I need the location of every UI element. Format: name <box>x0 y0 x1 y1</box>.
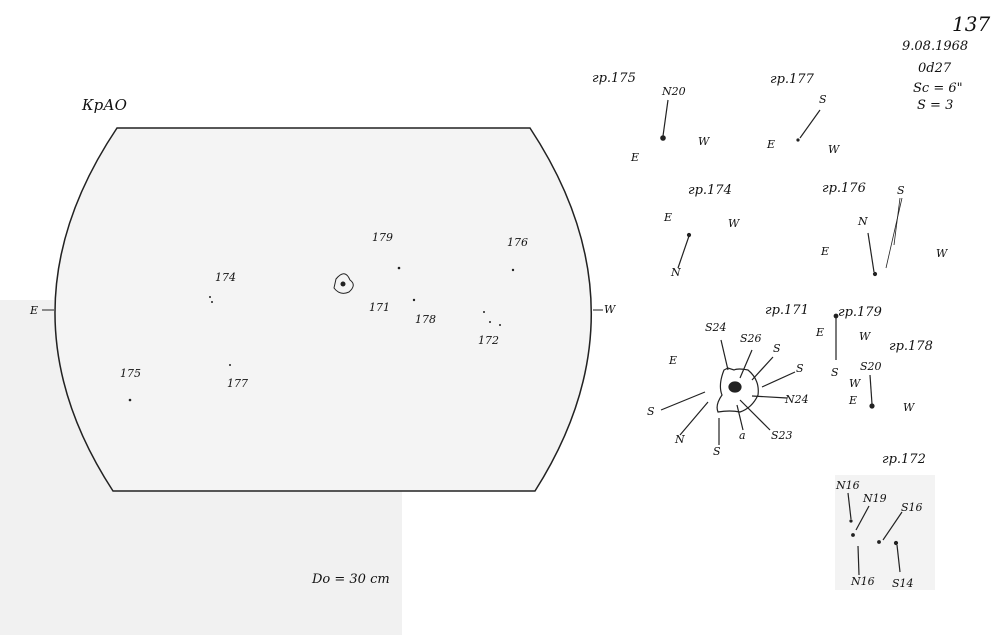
group-label: N <box>671 266 681 279</box>
disk-group-label: 174 <box>215 271 236 284</box>
group-title: гр.174 <box>688 183 732 198</box>
seeing-sc: Sc = 6" <box>913 81 963 96</box>
group-label: E <box>669 354 678 367</box>
solar-disk <box>54 127 592 492</box>
group-label: E <box>664 211 673 224</box>
disk-group-label: 179 <box>372 231 393 244</box>
disk-group-label: 171 <box>369 301 390 314</box>
disk-group-label: 172 <box>478 334 499 347</box>
seeing-s: S = 3 <box>917 98 954 113</box>
aperture-label: Do = 30 cm <box>312 572 390 587</box>
group-label: N <box>675 433 685 446</box>
group-title: гр.172 <box>882 452 926 467</box>
group-label: S <box>713 445 721 458</box>
group-label: E <box>816 326 825 339</box>
disk-spots <box>128 266 515 402</box>
group-label: S <box>819 93 827 106</box>
group-label: N20 <box>662 85 686 98</box>
group-label: S <box>897 184 905 197</box>
group-label: a <box>739 429 746 442</box>
group-label: N19 <box>863 492 887 505</box>
group-label: S16 <box>901 501 923 514</box>
group-label: S <box>796 362 804 375</box>
spot-group-171 <box>333 273 354 294</box>
group-label: S26 <box>740 332 762 345</box>
group-label: W <box>698 135 710 148</box>
group-label: W <box>903 401 915 414</box>
group-label: E <box>767 138 776 151</box>
group-title: гр.176 <box>822 181 866 196</box>
group-title: гр.175 <box>592 71 636 86</box>
disk-group-label: 176 <box>507 236 528 249</box>
disk-west-label: W <box>604 303 616 316</box>
group-label: E <box>821 245 830 258</box>
group-label: W <box>828 143 840 156</box>
group-label: N <box>858 215 868 228</box>
group-diagrams <box>660 99 903 576</box>
group-label: W <box>728 217 740 230</box>
disk-group-label: 175 <box>120 367 141 380</box>
group-title: гр.171 <box>765 303 809 318</box>
group-label: S20 <box>860 360 882 373</box>
scan-paper-group172 <box>835 475 935 590</box>
sheet-number: 137 <box>952 12 991 36</box>
group-label: S14 <box>892 577 914 590</box>
group-label: W <box>936 247 948 260</box>
group-label: S <box>773 342 781 355</box>
group-label: S <box>647 405 655 418</box>
group-label: E <box>849 394 858 407</box>
disk-east-label: E <box>30 304 39 317</box>
disk-group-label: 177 <box>227 377 248 390</box>
observation-date: 9.08.1968 <box>902 39 969 54</box>
group-label: N16 <box>836 479 860 492</box>
group-label: W <box>859 330 871 343</box>
observatory-label: КрАО <box>82 96 127 114</box>
group-title: гр.179 <box>838 305 882 320</box>
group-label: N16 <box>851 575 875 588</box>
group-label: W <box>849 377 861 390</box>
observation-time: 0d27 <box>918 61 952 76</box>
group-label: S24 <box>705 321 727 334</box>
group-label: N24 <box>785 393 809 406</box>
group-label: S23 <box>771 429 793 442</box>
group-title: гр.178 <box>889 339 933 354</box>
group-label: S <box>831 366 839 379</box>
group-title: гр.177 <box>770 72 814 87</box>
disk-group-label: 178 <box>415 313 436 326</box>
group-label: E <box>631 151 640 164</box>
